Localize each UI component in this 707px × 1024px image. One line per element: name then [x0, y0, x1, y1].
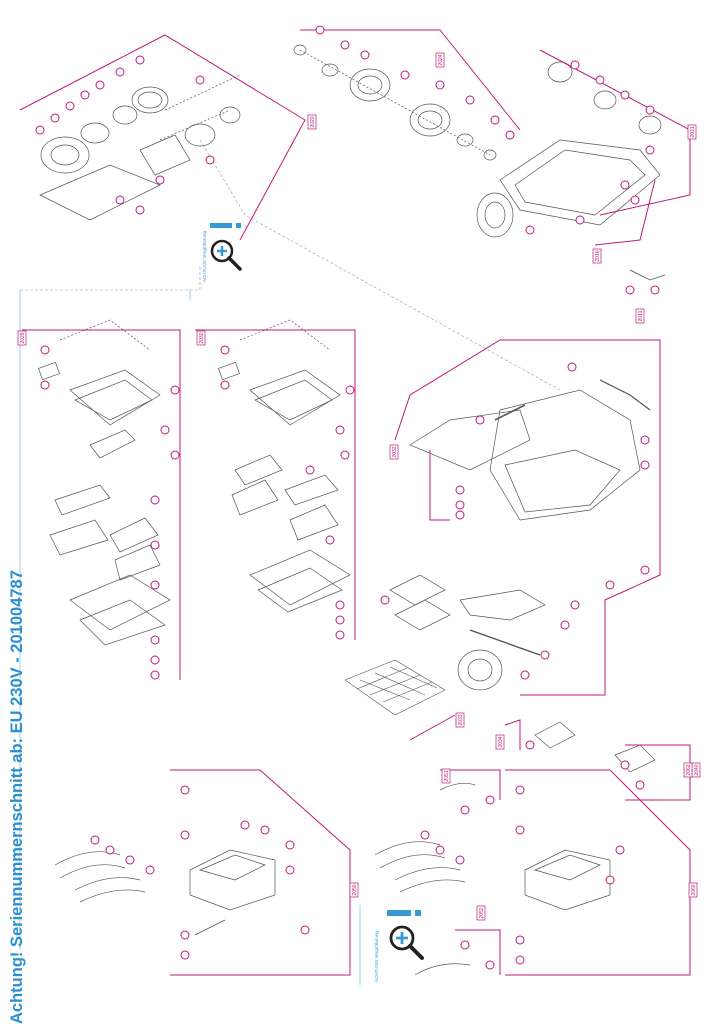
assembly-code: 2034 [498, 736, 504, 747]
code-tag-2062: 2062 [683, 762, 693, 778]
code-tag-2010: 2010 [592, 248, 602, 264]
zoom-note-top: ACHTUNG Vergrößerung [202, 223, 242, 282]
assembly-code: 2031 [690, 126, 696, 137]
code-tag-2034: 2034 [495, 734, 505, 750]
code-tag-2052: 2052 [476, 905, 486, 921]
code-tag-2011: 2011 [635, 308, 645, 324]
assembly-code: 2033 [458, 714, 464, 725]
zoom-note-label: ACHTUNG Vergrößerung [374, 930, 379, 982]
callout-lines [19, 29, 691, 976]
code-tag-2050: 2050 [349, 882, 359, 898]
filter-grid [344, 659, 446, 716]
assembly-code: 2020 [310, 116, 316, 127]
upper-housing-left [38, 319, 171, 646]
callout-markers [35, 25, 660, 970]
magnifier-zoom-icon [389, 925, 424, 960]
code-tag-2020: 2020 [307, 114, 317, 130]
assembly-code: 2029 [20, 332, 26, 343]
assembly-code: 2062 [686, 764, 692, 775]
code-tag-2033: 2033 [455, 712, 465, 728]
code-tag-2030: 2030 [196, 330, 206, 346]
assembly-code: 2011 [638, 310, 644, 321]
exploded-parts-diagram: 2020 2024 2031 2010 2011 2029 2030 2032 [8, 25, 701, 1024]
code-tag-2024: 2024 [435, 52, 445, 68]
code-tag-2051: 2051 [441, 768, 451, 784]
assembly-code: 2030 [199, 332, 205, 343]
diagram-canvas: 2020 2024 2031 2010 2011 2029 2030 2032 [17, 25, 701, 985]
magnifier-zoom-icon [210, 239, 242, 271]
assembly-code: 2024 [438, 54, 444, 65]
assembly-code: 2052 [479, 907, 485, 918]
assembly-code: 2010 [595, 250, 601, 261]
code-tag-2031: 2031 [687, 124, 697, 140]
lower-housing [389, 379, 651, 691]
bottom-assembly-right [374, 783, 611, 976]
code-tag-2032: 2032 [389, 444, 399, 460]
motor-assembly [39, 74, 241, 221]
bottom-assembly-left [54, 849, 276, 936]
assembly-code: 2032 [392, 446, 398, 457]
assembly-code-tags: 2020 2024 2031 2010 2011 2029 2030 2032 [17, 52, 701, 921]
zoom-note-label: ACHTUNG Vergrößerung [202, 230, 207, 282]
code-tag-2040: 2040 [691, 762, 701, 778]
base-housing [476, 61, 666, 281]
serial-number-warning: Achtung! Seriennummernschnitt ab: EU 230… [8, 570, 26, 1024]
zoom-connectors [19, 290, 361, 985]
assembly-code: 2040 [694, 764, 700, 775]
assembly-code: 2050 [352, 884, 358, 895]
assembly-code: 2051 [444, 770, 450, 781]
dashed-connectors [20, 139, 561, 391]
wheel-assembly [293, 44, 497, 161]
code-tag-2029: 2029 [17, 330, 27, 346]
upper-housing-middle [218, 319, 351, 613]
zoom-note-bottom: ACHTUNG Vergrößerung [374, 910, 424, 982]
small-part-assemblies [534, 721, 656, 773]
assembly-code: 2060 [691, 884, 697, 895]
code-tag-2060: 2060 [688, 882, 698, 898]
